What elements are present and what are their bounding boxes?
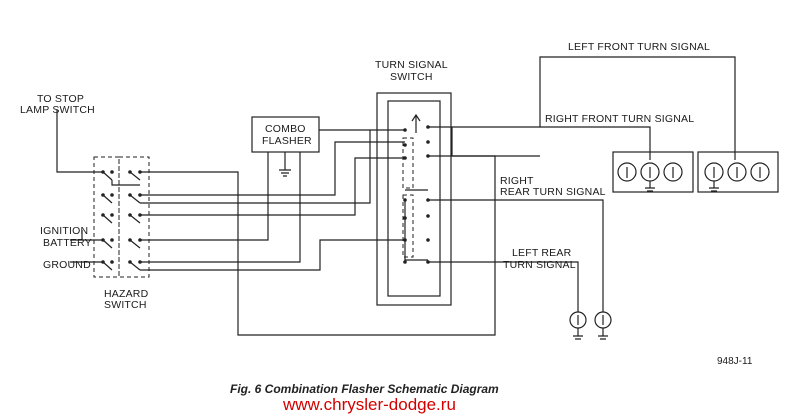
combo-flasher-label-line2: FLASHER [262, 135, 312, 147]
to-stop-label-line2: LAMP SWITCH [20, 104, 95, 116]
left-front-turn-signal-label: LEFT FRONT TURN SIGNAL [568, 41, 710, 53]
figure-code: 948J-11 [717, 356, 753, 367]
rear-lamps [569, 311, 612, 340]
combo-flasher-label-line1: COMBO [265, 123, 306, 135]
hazard-switch [93, 156, 150, 278]
turn-signal-switch [376, 92, 452, 306]
hazard-switch-label-line2: SWITCH [104, 299, 147, 311]
wiring [56, 56, 736, 336]
ignition-label: IGNITION [40, 225, 88, 237]
combo-flasher [251, 116, 320, 177]
battery-label: BATTERY [43, 237, 92, 249]
figure-caption: Fig. 6 Combination Flasher Schematic Dia… [230, 382, 499, 396]
right-rear-turn-signal-label-line2: REAR TURN SIGNAL [500, 186, 606, 198]
hazard-switch-label-line1: HAZARD [104, 288, 149, 300]
left-rear-turn-signal-label-line2: TURN SIGNAL [503, 259, 576, 271]
left-rear-turn-signal-label-line1: LEFT REAR [512, 247, 572, 259]
turn-signal-switch-label-line1: TURN SIGNAL [375, 59, 448, 71]
right-front-turn-signal-label: RIGHT FRONT TURN SIGNAL [545, 113, 694, 125]
watermark-text: www.chrysler-dodge.ru [282, 395, 456, 414]
ground-label: GROUND [43, 259, 91, 271]
to-stop-label-line1: TO STOP [37, 93, 84, 105]
front-lamps [612, 151, 779, 193]
right-rear-turn-signal-label-line1: RIGHT [500, 175, 534, 187]
turn-signal-switch-label-line2: SWITCH [390, 71, 433, 83]
